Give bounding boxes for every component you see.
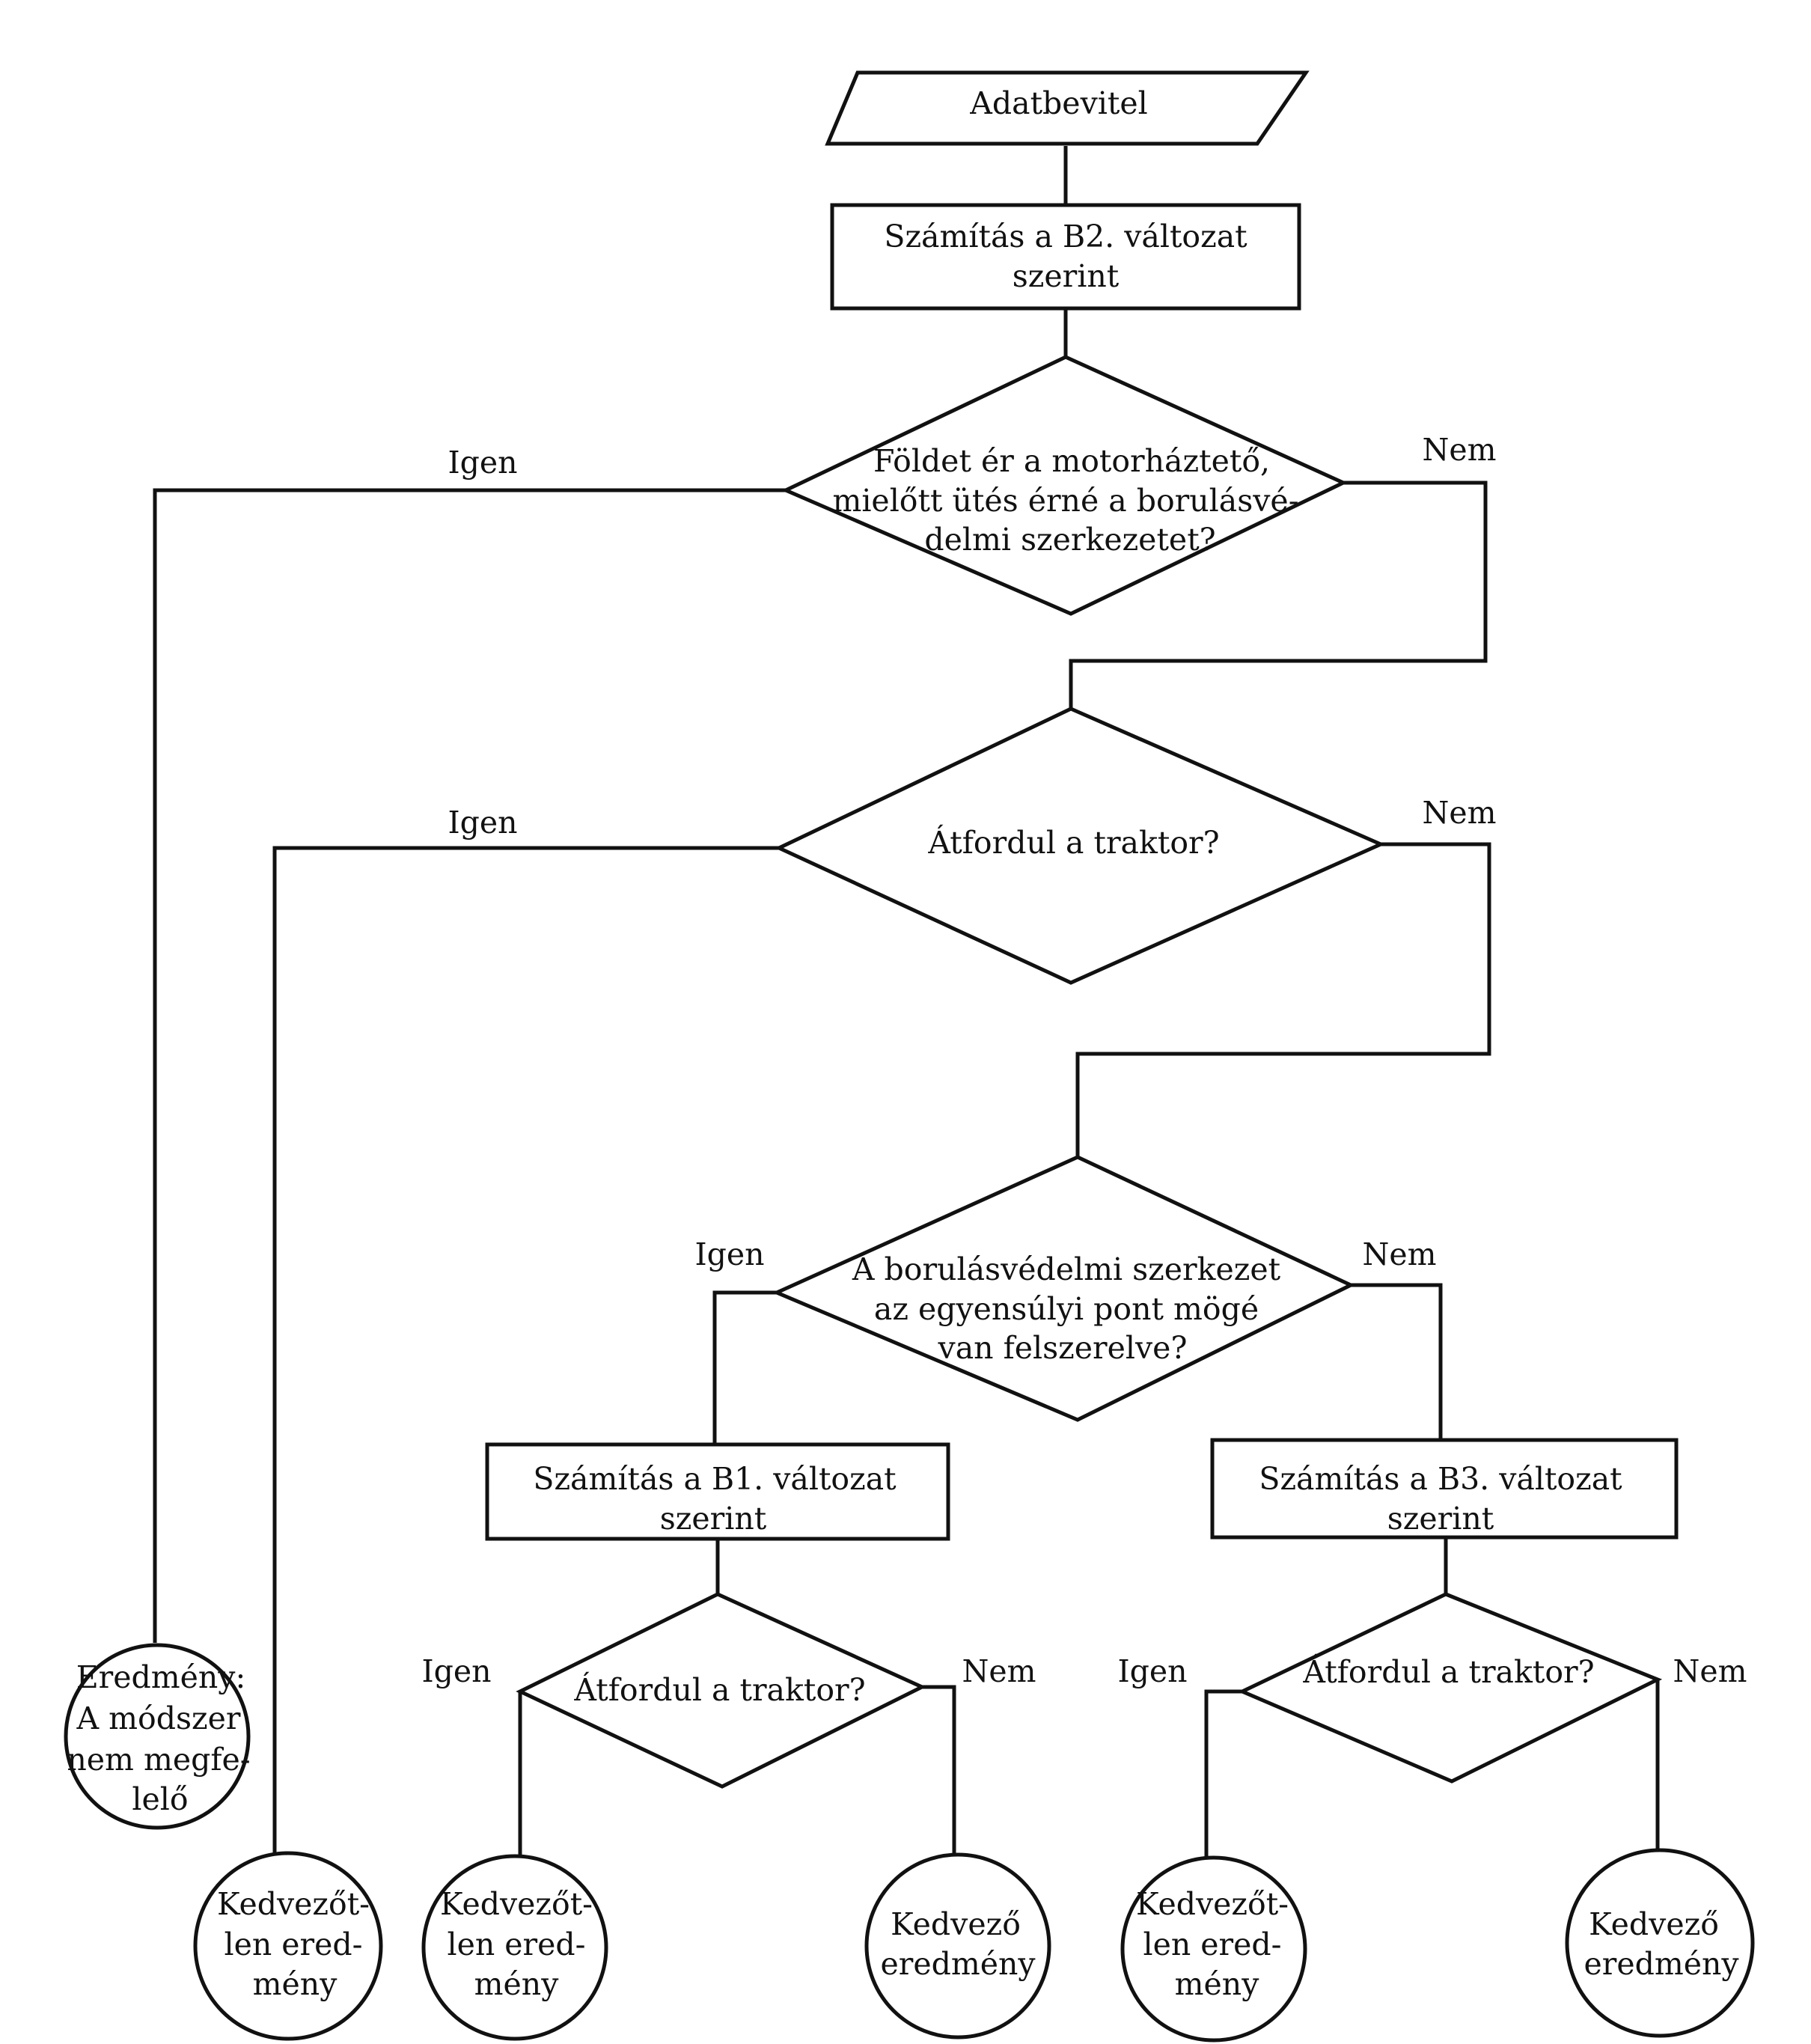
result-unfavorable-b1-node: Kedvezőt- len ered- mény: [421, 1854, 608, 2041]
overturn-decision-1-node: Átfordul a traktor?: [775, 707, 1386, 985]
input-node: Adatbevitel: [825, 70, 1310, 146]
result-method-line-2: A módszer: [76, 1700, 241, 1736]
rollbar-no-label: Nem: [1362, 1236, 1436, 1272]
result-unfavorable-b1-line-3: mény: [474, 1966, 560, 2002]
result-unfavorable-1-line-1: Kedvezőt-: [217, 1886, 370, 1922]
hood-decision-node: Földet ér a motorháztető, mielőtt ütés é…: [781, 355, 1348, 616]
overturn-decision-b1-label: Átfordul a traktor?: [573, 1671, 865, 1708]
overturn-b3-no-label: Nem: [1673, 1653, 1747, 1689]
result-unfavorable-1-line-3: mény: [253, 1966, 338, 2002]
result-method-line-4: lelő: [132, 1781, 188, 1817]
overturn-1-yes-label: Igen: [448, 805, 517, 841]
connector-hood-no: [1069, 481, 1488, 709]
overturn-decision-1-label: Átfordul a traktor?: [927, 824, 1219, 861]
result-unfavorable-b3-line-1: Kedvezőt-: [1136, 1886, 1289, 1922]
calc-b3-label-line-1: Számítás a B3. változat: [1259, 1461, 1622, 1497]
hood-decision-line-1: Földet ér a motorháztető,: [873, 443, 1270, 479]
rollbar-yes-label: Igen: [694, 1236, 764, 1272]
connector-overturn-1-yes: [272, 846, 779, 1854]
connector-overturn-b1-no: [922, 1685, 956, 1856]
hood-yes-label: Igen: [448, 445, 517, 481]
result-favorable-b1-node: Kedvező eredmény: [864, 1852, 1051, 2040]
result-unfavorable-b3-node: Kedvezőt- len ered- mény: [1120, 1855, 1307, 2043]
hood-no-label: Nem: [1422, 432, 1496, 468]
calc-b3-node: Számítás a B3. változat szerint: [1210, 1438, 1679, 1540]
overturn-1-no-label: Nem: [1422, 795, 1496, 831]
calc-b2-node: Számítás a B2. változat szerint: [830, 203, 1301, 311]
result-unfavorable-1-line-2: len ered-: [224, 1926, 362, 1962]
result-favorable-b1-line-2: eredmény: [880, 1946, 1036, 1982]
overturn-decision-b3-node: Átfordul a traktor?: [1237, 1592, 1663, 1784]
overturn-decision-b3-label: Átfordul a traktor?: [1302, 1653, 1594, 1690]
connector-hood-yes: [153, 488, 786, 1643]
result-favorable-b3-line-1: Kedvező: [1589, 1906, 1719, 1942]
result-unfavorable-b3-line-2: len ered-: [1143, 1926, 1281, 1962]
result-unfavorable-b3-line-3: mény: [1175, 1966, 1260, 2002]
result-method-not-applicable-node: Eredmény: A módszer nem megfe- lelő: [64, 1643, 251, 1830]
rollbar-decision-line-2: az egyensúlyi pont mögé: [874, 1291, 1259, 1327]
calc-b2-label-line-1: Számítás a B2. változat: [884, 219, 1247, 254]
connector-overturn-b3-yes: [1204, 1689, 1242, 1858]
result-favorable-b3-node: Kedvező eredmény: [1565, 1848, 1755, 2038]
result-unfavorable-b1-line-1: Kedvezőt-: [440, 1886, 593, 1922]
rollbar-decision-node: A borulásvédelmi szerkezet az egyensúlyi…: [772, 1155, 1355, 1422]
result-favorable-b3-line-2: eredmény: [1584, 1946, 1739, 1982]
rollbar-decision-line-1: A borulásvédelmi szerkezet: [852, 1251, 1281, 1287]
calc-b1-label-line-2: szerint: [660, 1501, 767, 1537]
calc-b1-node: Számítás a B1. változat szerint: [485, 1442, 950, 1541]
rollbar-decision-line-3: van felszerelve?: [938, 1330, 1188, 1366]
result-unfavorable-1-node: Kedvezőt- len ered- mény: [193, 1851, 383, 2041]
connector-rollbar-yes: [712, 1290, 777, 1444]
hood-decision-line-2: mielőtt ütés érné a borulásvé-: [832, 483, 1298, 519]
overturn-b1-yes-label: Igen: [421, 1653, 491, 1689]
branch-labels: Igen Nem Igen Nem Igen Nem Igen Nem Igen…: [421, 432, 1747, 1689]
result-method-line-1: Eredmény:: [76, 1659, 246, 1695]
connector-rollbar-no: [1351, 1283, 1443, 1440]
hood-decision-line-3: delmi szerkezetet?: [924, 522, 1215, 558]
overturn-b3-yes-label: Igen: [1117, 1653, 1187, 1689]
calc-b3-label-line-2: szerint: [1387, 1501, 1494, 1537]
overturn-b1-no-label: Nem: [962, 1653, 1036, 1689]
input-node-label: Adatbevitel: [969, 85, 1147, 121]
calc-b1-label-line-1: Számítás a B1. változat: [533, 1461, 897, 1497]
calc-b2-label-line-2: szerint: [1013, 258, 1120, 294]
result-unfavorable-b1-line-2: len ered-: [447, 1926, 585, 1962]
connectors: [153, 146, 1660, 1858]
overturn-decision-b1-node: Átfordul a traktor?: [516, 1592, 926, 1789]
result-favorable-b1-line-1: Kedvező: [891, 1906, 1021, 1942]
result-method-line-3: nem megfe-: [67, 1742, 250, 1778]
connector-overturn-1-no: [1075, 842, 1491, 1157]
